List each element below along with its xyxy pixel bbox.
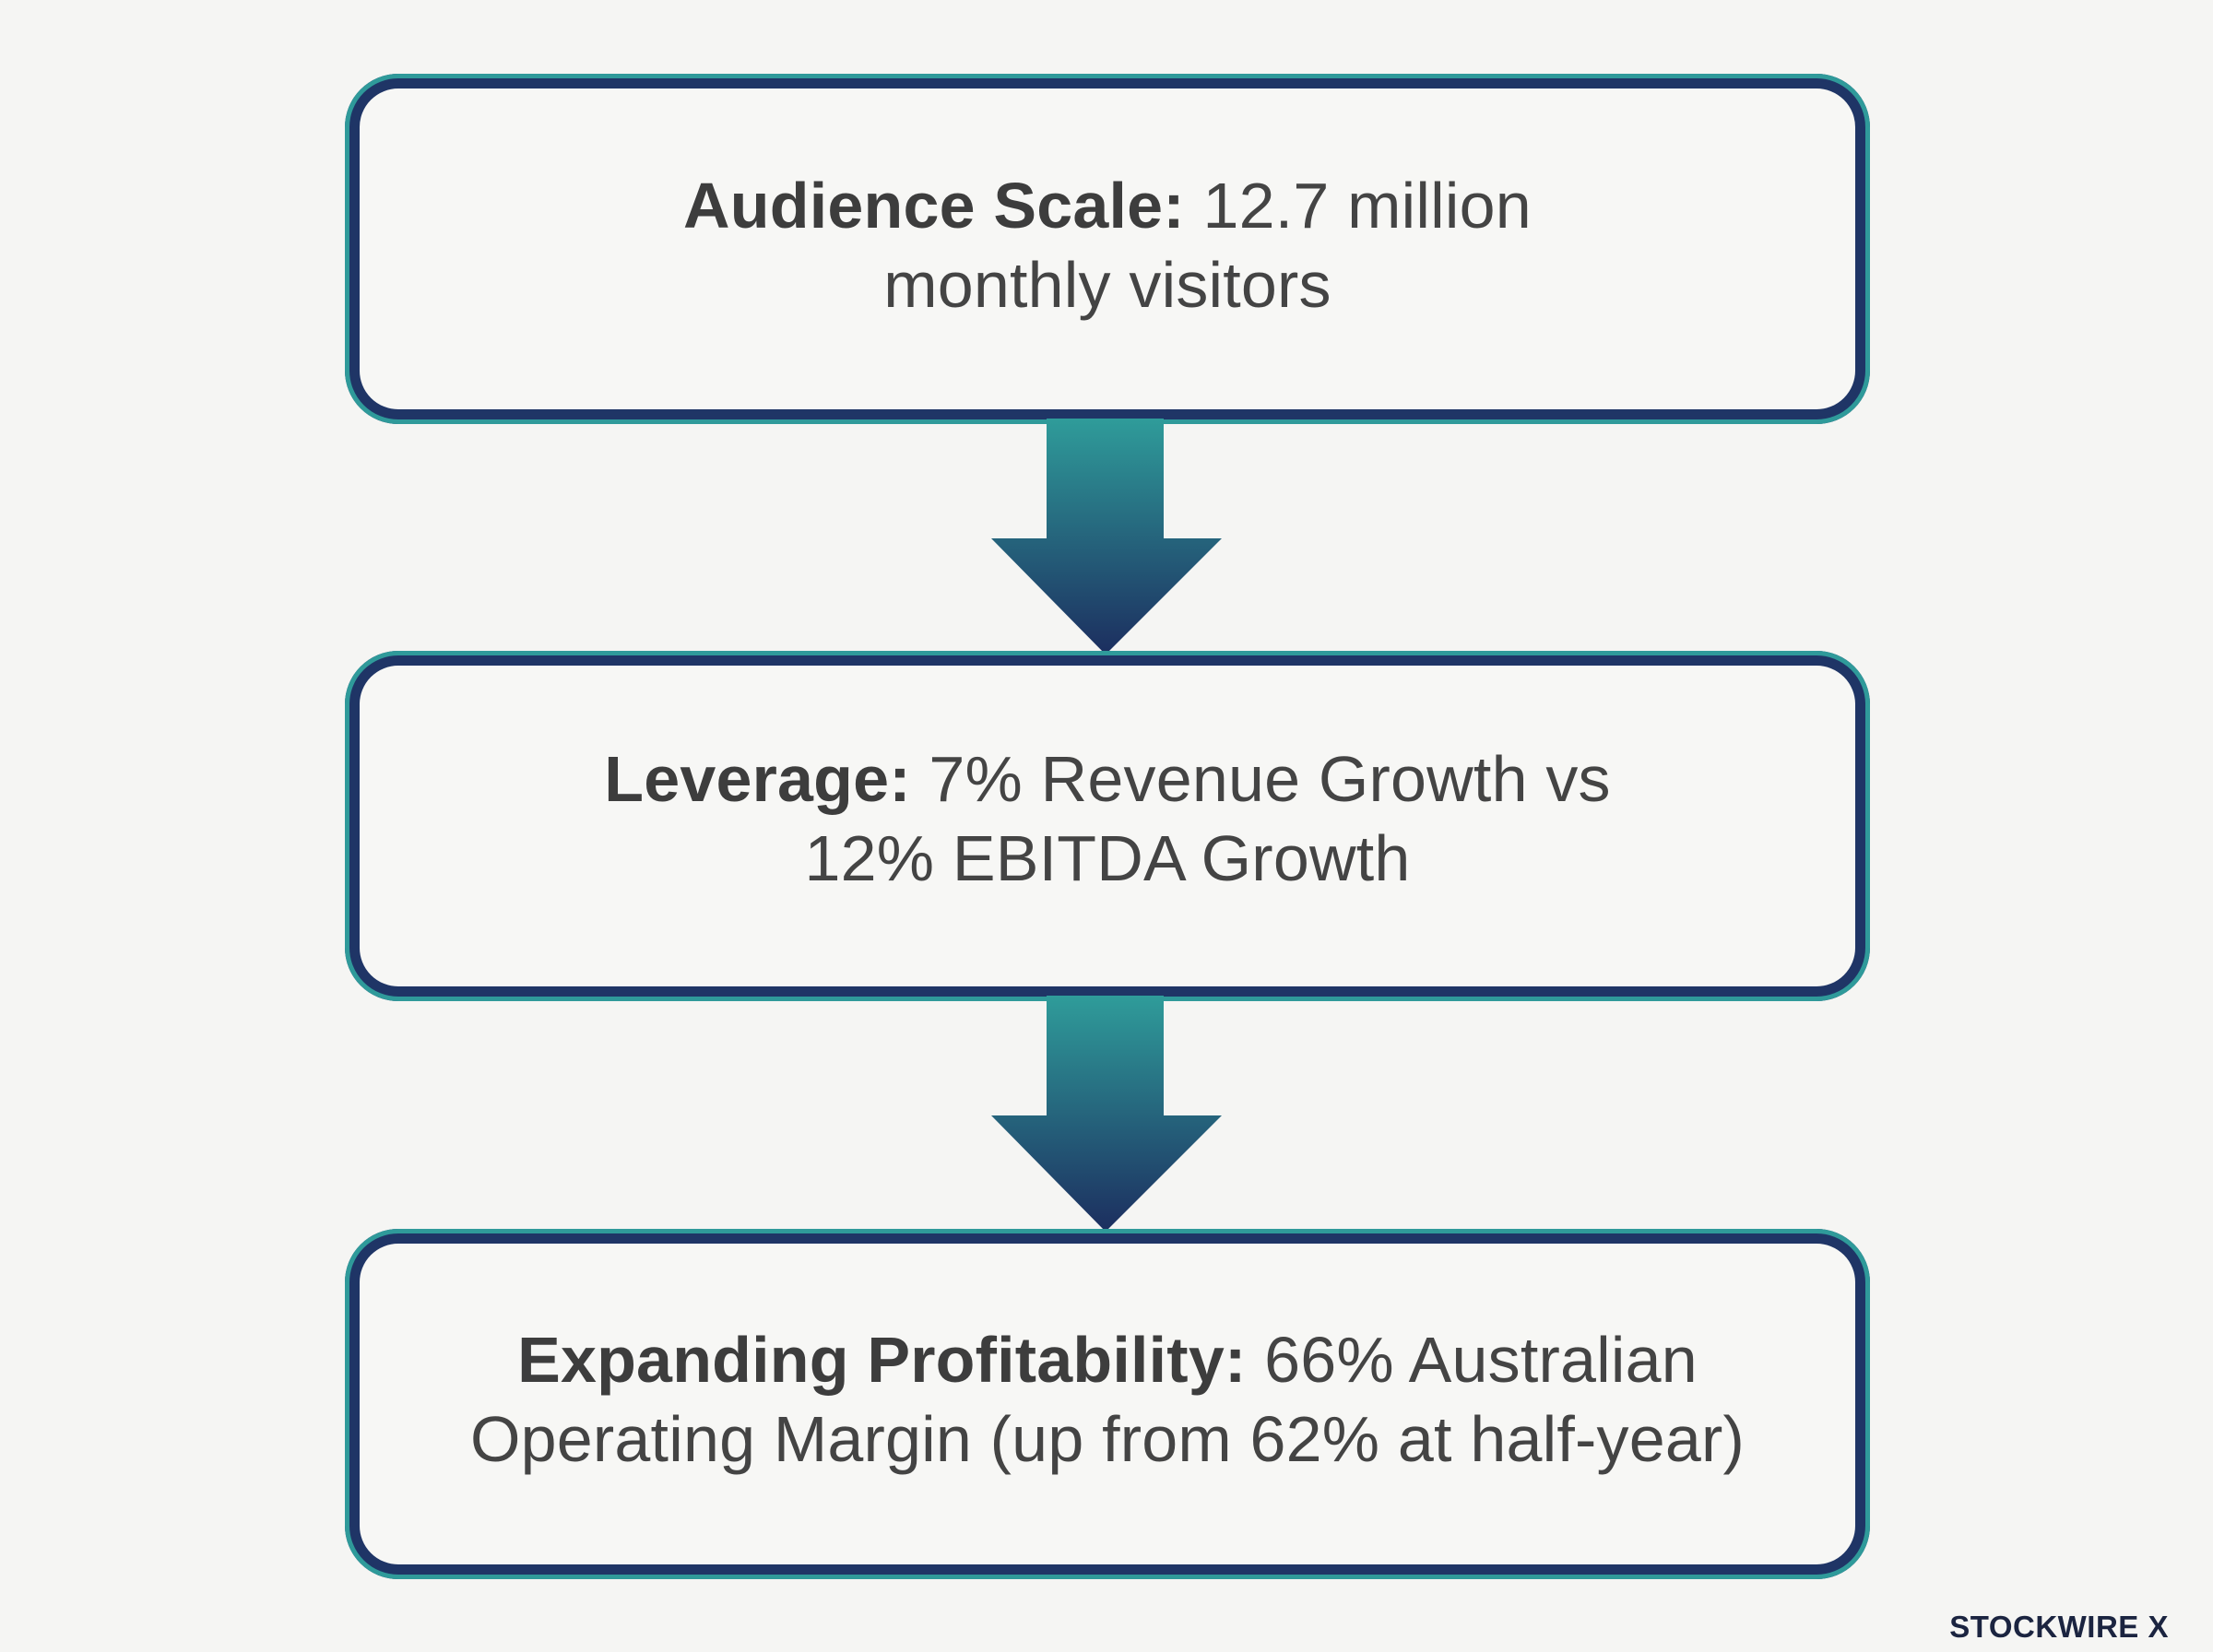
flow-step-expanding-profitability: Expanding Profitability: 66% Australian … (345, 1229, 1870, 1579)
flow-step-text: Leverage: 7% Revenue Growth vs 12% EBITD… (604, 739, 1611, 898)
flow-step-line-2: Operating Margin (up from 62% at half-ye… (470, 1403, 1745, 1475)
flow-step-text: Audience Scale: 12.7 million monthly vis… (683, 166, 1532, 324)
flow-step-content: Leverage: 7% Revenue Growth vs 12% EBITD… (352, 658, 1863, 994)
flow-step-value: 12.7 million (1184, 170, 1532, 242)
flow-step-value: 66% Australian (1246, 1324, 1698, 1396)
flow-step-label: Expanding Profitability: (517, 1324, 1247, 1396)
down-arrow-icon (991, 419, 1222, 655)
flow-step-content: Audience Scale: 12.7 million monthly vis… (352, 81, 1863, 417)
flow-step-line-1: Audience Scale: 12.7 million (683, 166, 1532, 245)
flow-step-text: Expanding Profitability: 66% Australian … (470, 1320, 1745, 1479)
flow-step-line-2: 12% EBITDA Growth (804, 822, 1411, 894)
flow-step-leverage: Leverage: 7% Revenue Growth vs 12% EBITD… (345, 651, 1870, 1001)
flow-step-line-1: Expanding Profitability: 66% Australian (470, 1320, 1745, 1399)
flow-step-label: Audience Scale: (683, 170, 1185, 242)
flow-step-line-1: Leverage: 7% Revenue Growth vs (604, 739, 1611, 819)
down-arrow-icon (991, 996, 1222, 1232)
flow-step-value: 7% Revenue Growth vs (910, 743, 1611, 815)
flow-step-label: Leverage: (604, 743, 911, 815)
brand-logo: STOCKWIRE X (1949, 1610, 2169, 1644)
flow-step-content: Expanding Profitability: 66% Australian … (352, 1236, 1863, 1572)
flow-step-audience-scale: Audience Scale: 12.7 million monthly vis… (345, 74, 1870, 424)
flow-step-line-2: monthly visitors (883, 249, 1331, 321)
